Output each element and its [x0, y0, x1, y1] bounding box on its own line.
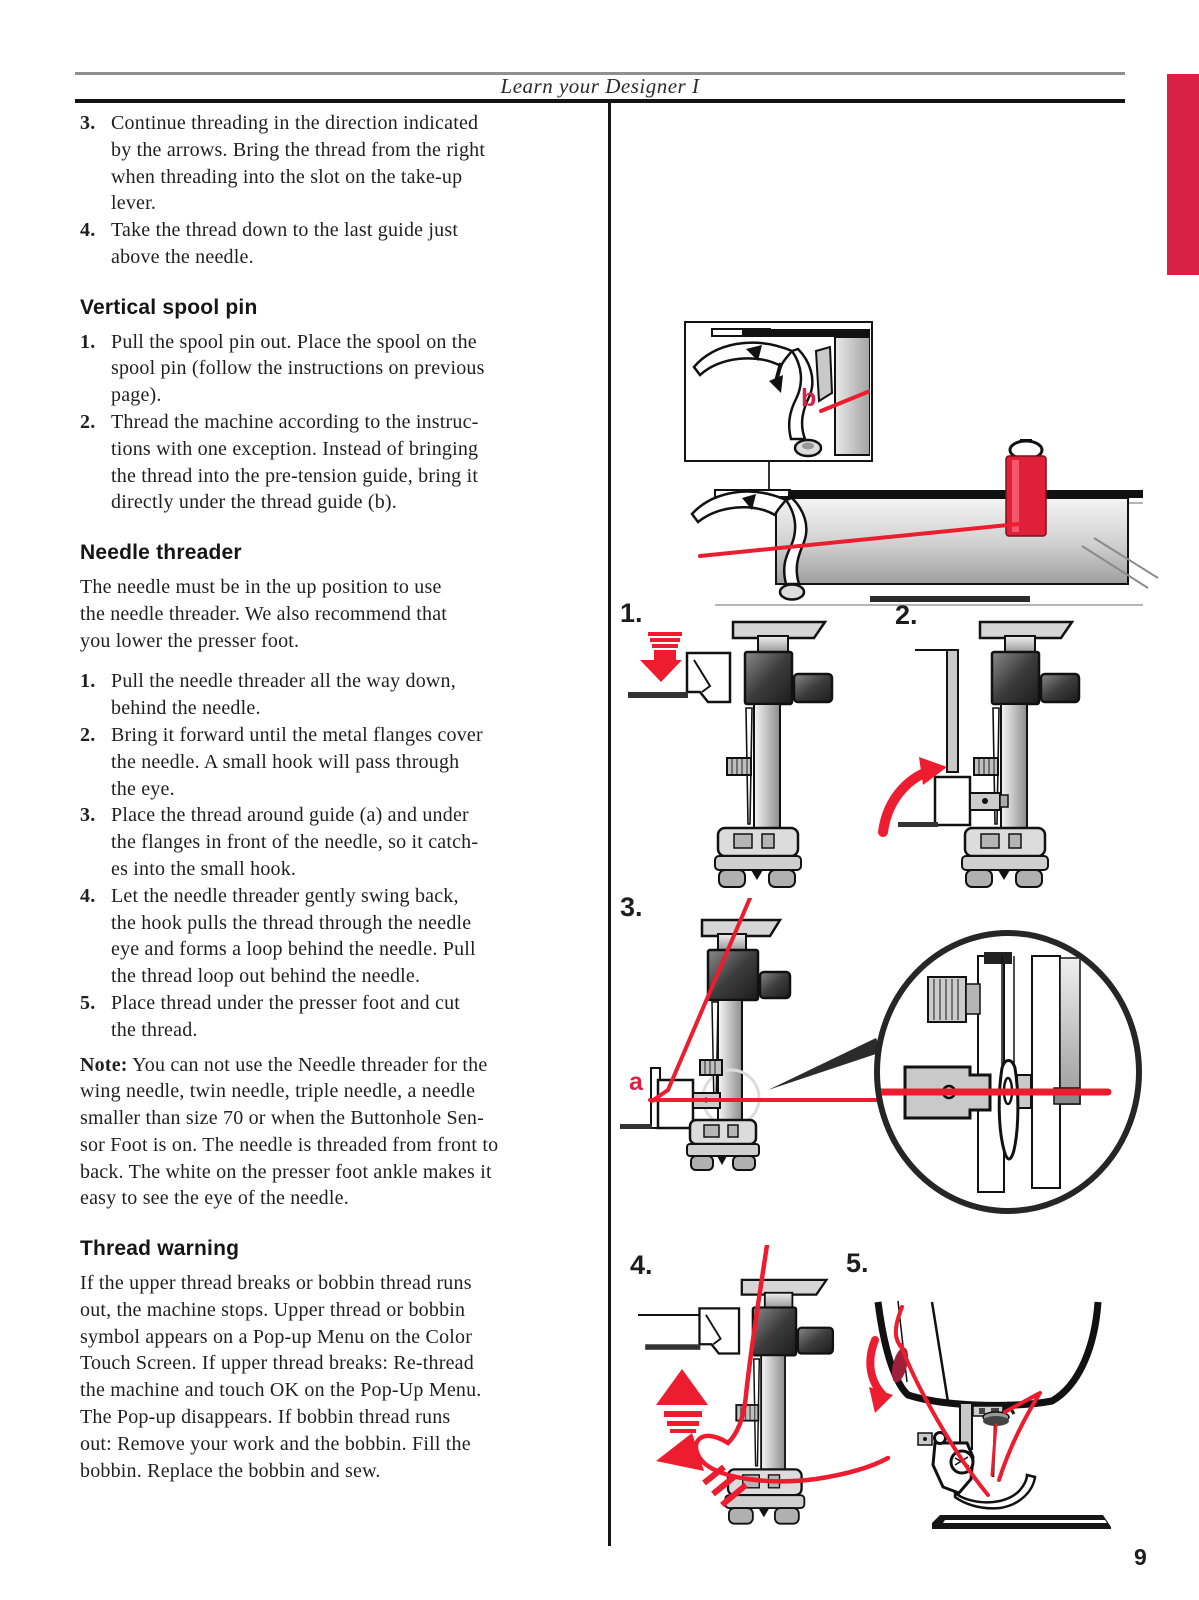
- step-number: 4.: [80, 219, 96, 242]
- figure2-label: 2.: [895, 600, 918, 630]
- figure-threader-step2: [878, 620, 1081, 888]
- step-text: Continue threading in the direction indi…: [111, 112, 486, 215]
- list-item: 1. Pull the spool pin out. Place the spo…: [80, 329, 594, 409]
- thread-line: [698, 522, 1020, 558]
- presser-foot: [953, 1473, 1037, 1510]
- needle-bar-assembly: [645, 1278, 835, 1525]
- list-item: 5. Place thread under the presser foot a…: [80, 990, 594, 1044]
- thread-loop-line: [693, 1245, 891, 1484]
- presser-foot-ankle: [917, 1431, 975, 1495]
- list-item: 3. Continue threading in the direction i…: [80, 110, 594, 217]
- list-item: 3. Place the thread around guide (a) and…: [80, 802, 594, 882]
- step-number: 2.: [80, 723, 96, 746]
- press-down-arrow-icon: [640, 632, 682, 682]
- step-text: Let the needle threader gently swing bac…: [111, 884, 476, 988]
- machine-head-outline: [874, 1300, 1102, 1409]
- step-number: 2.: [80, 410, 96, 433]
- step-number: 1.: [80, 670, 96, 693]
- needle-bar-assembly: [620, 918, 792, 1171]
- note-text: You can not use the Needle threader for …: [80, 1053, 499, 1210]
- thread-line: [893, 1305, 1042, 1497]
- list-item: 2. Thread the machine according to the i…: [80, 409, 594, 516]
- header-top-rule: [75, 72, 1125, 75]
- figure5-label: 5.: [846, 1248, 869, 1278]
- clamp-screw-knob: [792, 672, 834, 704]
- section-heading-needle-threader: Needle threader: [80, 541, 242, 565]
- step-text: Place thread under the presser foot and …: [111, 991, 461, 1041]
- list-item: 4. Let the needle threader gently swing …: [80, 883, 594, 990]
- step-text: Take the thread down to the last guide j…: [111, 219, 459, 268]
- inset-connector-line: [768, 462, 770, 498]
- list-item: 4. Take the thread down to the last guid…: [80, 217, 594, 271]
- magnified-knurled-knob: [927, 976, 981, 1023]
- needle-bar-assembly: [961, 620, 1081, 888]
- needle-clamp-block: [743, 650, 794, 706]
- note-label: Note:: [80, 1053, 128, 1076]
- take-up-lever: [692, 341, 834, 458]
- step-number: 3.: [80, 112, 96, 134]
- section-heading-thread-warning: Thread warning: [80, 1237, 240, 1261]
- step-text: Place the thread around guide (a) and un…: [111, 804, 479, 880]
- figure-threader-step3: [620, 898, 1142, 1214]
- machine-top-edge: [788, 490, 1143, 498]
- thread-line: [648, 898, 879, 1103]
- chapter-tab: [1167, 74, 1199, 275]
- step-number: 5.: [80, 991, 96, 1014]
- thread-line: [819, 389, 870, 413]
- swing-back-up-arrow-icon: [656, 1369, 748, 1508]
- step-text: Thread the machine according to the inst…: [111, 410, 479, 514]
- needle-threader-intro: The needle must be in the up position to…: [80, 575, 448, 652]
- step-number: 1.: [80, 330, 96, 353]
- header-bottom-rule: [75, 99, 1125, 103]
- needle-area: [959, 1401, 1016, 1478]
- text-column: 3. Continue threading in the direction i…: [80, 110, 594, 1484]
- section-heading-vertical-spool-pin: Vertical spool pin: [80, 295, 258, 319]
- figure-threader-step4: [638, 1245, 891, 1525]
- figure-thread-guide-b-inset: [684, 321, 873, 462]
- magnifier-pointer: [768, 1038, 882, 1090]
- thread-guide-b-drawing: [692, 328, 870, 458]
- machine-body: [775, 497, 1129, 585]
- step-number: 3.: [80, 804, 96, 827]
- page-title: Learn your Designer I: [500, 74, 700, 98]
- step-text: Bring it forward until the metal flanges…: [111, 723, 483, 800]
- list-item: 2. Bring it forward until the metal flan…: [80, 722, 594, 802]
- figure-threader-step1: [628, 620, 834, 888]
- presser-foot: [714, 826, 802, 888]
- needle-bar-assembly: [628, 620, 834, 888]
- figure4-label: 4.: [630, 1250, 653, 1280]
- table-hatch-lines: [1081, 537, 1159, 589]
- column-divider: [608, 103, 611, 1546]
- presser-bar: [946, 649, 959, 773]
- step-text: Pull the needle threader all the way dow…: [111, 670, 456, 720]
- magnified-needle: [997, 956, 1020, 1161]
- figure-threader-step5: [866, 1300, 1111, 1529]
- pull-down-arrow-icon: [866, 1336, 893, 1413]
- needle-plate: [932, 1515, 1111, 1529]
- swing-forward-arrow-icon: [878, 757, 947, 837]
- magnified-needle-eye-view: [880, 952, 1112, 1193]
- thread-warning-text: If the upper thread breaks or bobbin thr…: [80, 1272, 482, 1482]
- presser-foot: [961, 826, 1049, 888]
- step-text: Pull the spool pin out. Place the spool …: [111, 330, 485, 407]
- figure3-label: 3.: [620, 892, 643, 922]
- presser-foot: [686, 1118, 760, 1171]
- step-number: 4.: [80, 884, 96, 907]
- take-up-lever: [690, 490, 808, 601]
- guide-b-label: b: [801, 384, 817, 412]
- guide-a-label: a: [629, 1068, 643, 1096]
- figure1-label: 1.: [620, 598, 643, 628]
- note-paragraph: Note: You can not use the Needle threade…: [80, 1052, 594, 1213]
- needle-threader-steps: 1. Pull the needle threader all the way …: [80, 668, 594, 1043]
- threading-direction-arrow-icon: [746, 345, 783, 393]
- list-item: 1. Pull the needle threader all the way …: [80, 668, 594, 722]
- figure-vertical-spool-threading: [690, 439, 1159, 606]
- needle-threader-pulled: [898, 775, 1009, 827]
- page-number: 9: [1134, 1544, 1147, 1570]
